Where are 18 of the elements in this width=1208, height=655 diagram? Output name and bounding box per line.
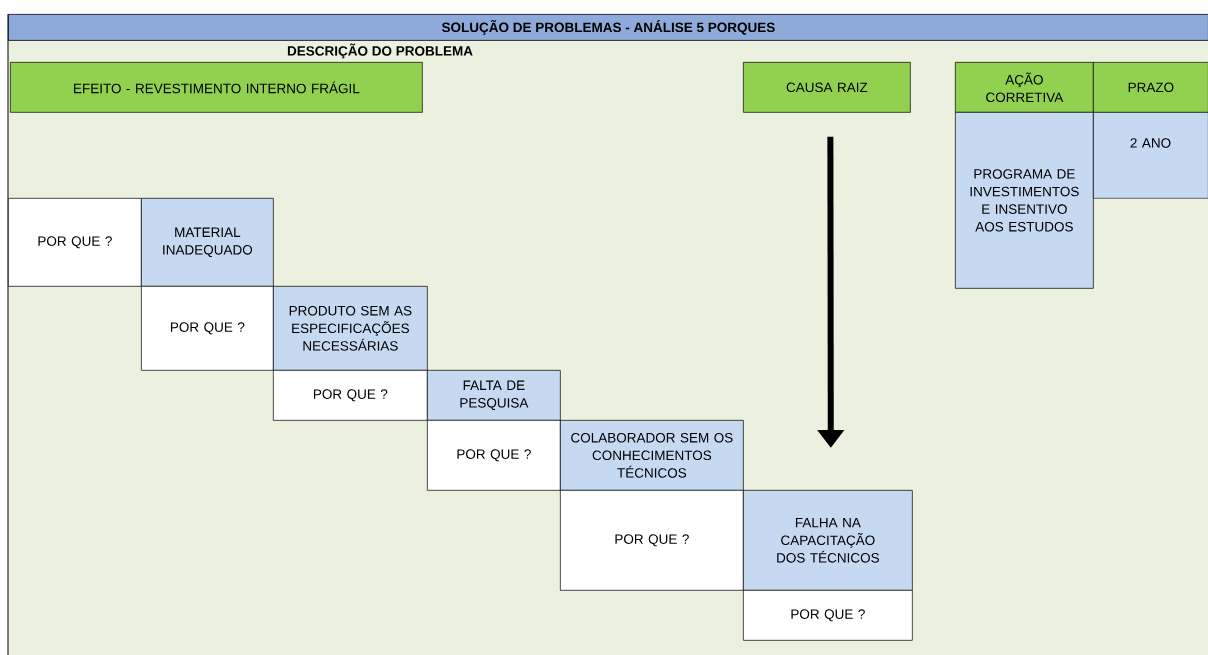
answer-cell: COLABORADOR SEM OS CONHECIMENTOS TÉCNICOS	[560, 420, 744, 491]
header-cell: EFEITO - REVESTIMENTO INTERNO FRÁGIL	[10, 62, 423, 113]
question-cell: POR QUE ?	[427, 420, 561, 491]
title-band: SOLUÇÃO DE PROBLEMAS - ANÁLISE 5 PORQUES	[8, 14, 1208, 41]
header-cell: PRAZO	[1093, 62, 1208, 113]
question-cell: POR QUE ?	[141, 286, 274, 371]
header-cell: AÇÃO CORRETIVA	[955, 62, 1094, 113]
answer-cell: MATERIAL INADEQUADO	[141, 198, 274, 287]
section-heading: DESCRIÇÃO DO PROBLEMA	[287, 43, 473, 59]
question-cell: POR QUE ?	[273, 370, 428, 421]
question-cell: POR QUE ?	[8, 198, 142, 287]
answer-cell: 2 ANO	[1093, 112, 1208, 199]
question-cell: POR QUE ?	[743, 590, 913, 641]
header-cell: CAUSA RAIZ	[743, 62, 911, 113]
answer-cell: FALTA DE PESQUISA	[427, 370, 561, 421]
question-cell: POR QUE ?	[560, 489, 744, 591]
answer-cell: PRODUTO SEM AS ESPECIFICAÇÕES NECESSÁRIAS	[273, 286, 428, 371]
answer-cell: FALHA NA CAPACITAÇÃO DOS TÉCNICOS	[743, 489, 913, 591]
